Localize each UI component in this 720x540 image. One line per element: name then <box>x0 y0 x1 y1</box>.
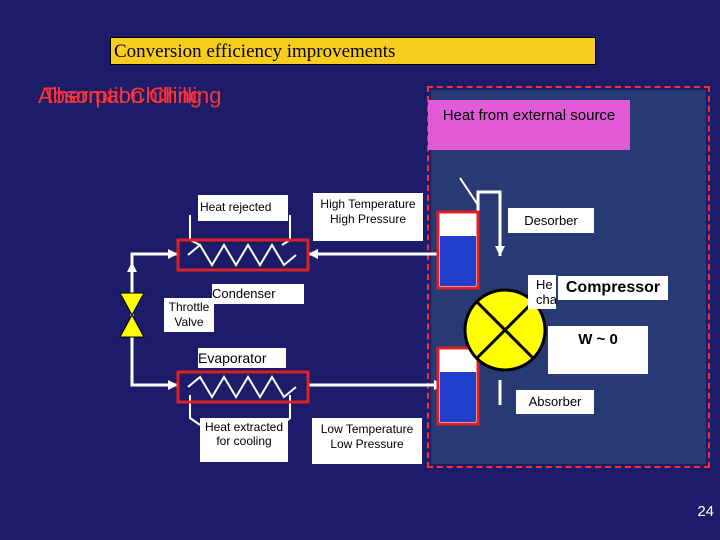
absorber-box: Absorber <box>516 390 594 414</box>
subtitle-absorption: Absorption Chilling <box>38 83 222 108</box>
heat-exchanger-box: He cha <box>528 275 557 309</box>
high-temp-box: High Temperature High Pressure <box>313 193 423 241</box>
for-cooling-label: for cooling <box>216 434 272 448</box>
valve-label: Valve <box>174 315 204 329</box>
evaporator-box: Evaporator <box>198 348 286 368</box>
compressor-box: Compressor <box>558 276 668 300</box>
throttle-label: Throttle <box>168 300 210 314</box>
heat-rejected-label: Heat rejected <box>200 200 272 214</box>
heat-rejected-box: Heat rejected <box>198 195 288 221</box>
throttle-valve-top <box>119 292 145 317</box>
condenser-box <box>176 238 310 272</box>
pipe-desorber-condenser <box>308 240 454 256</box>
throttle-box: Throttle Valve <box>164 298 214 332</box>
compressor-cross-b <box>475 300 535 360</box>
absorber-label: Absorber <box>528 394 582 409</box>
page-title: Conversion efficiency improvements <box>110 37 596 65</box>
desorber-box: Desorber <box>508 208 594 233</box>
heat-arrow-desorber <box>459 177 479 206</box>
compressor-label: Compressor <box>565 279 661 296</box>
high-press-label: High Pressure <box>329 212 407 226</box>
page-number: 24 <box>697 503 714 520</box>
evaporator-label: Evaporator <box>198 350 267 366</box>
throttle-valve-bottom <box>119 313 145 338</box>
work-label: W ~ 0 <box>578 331 618 348</box>
heat-external-box: Heat from external source <box>428 100 630 150</box>
low-press-label: Low Pressure <box>330 437 404 451</box>
heat-external-label: Heat from external source <box>442 107 616 124</box>
arrow-left-highpress <box>308 249 318 259</box>
arrow-down-compressor <box>495 246 505 256</box>
high-temp-label: High Temperature <box>320 197 416 211</box>
absorber-liquid <box>440 372 476 422</box>
heat-extracted-box: Heat extracted for cooling <box>200 418 288 462</box>
heat-exchanger-label-b: cha <box>536 292 557 307</box>
condenser-label-box: Condenser <box>212 284 304 304</box>
low-temp-label: Low Temperature <box>320 422 414 436</box>
heat-extracted-label: Heat extracted <box>204 420 284 434</box>
low-temp-box: Low Temperature Low Pressure <box>312 418 422 464</box>
absorption-boundary <box>427 86 710 468</box>
desorber-liquid <box>440 236 476 286</box>
desorber-label: Desorber <box>524 213 578 228</box>
coil-in-evaporator <box>189 395 201 426</box>
arrow-down-left <box>127 262 137 272</box>
arrow-left-condenser <box>168 249 178 259</box>
evaporator-coil <box>187 375 297 399</box>
work-box: W ~ 0 <box>548 326 648 374</box>
heat-exchanger-label-a: He <box>536 277 553 292</box>
arrow-right-evaporator <box>168 380 178 390</box>
condenser-coil <box>187 243 297 267</box>
condenser-label: Condenser <box>212 286 276 301</box>
flow-arrows <box>127 246 505 390</box>
subtitle-thermal: Thermal Chilling <box>43 83 202 108</box>
evaporator-box <box>176 370 310 404</box>
